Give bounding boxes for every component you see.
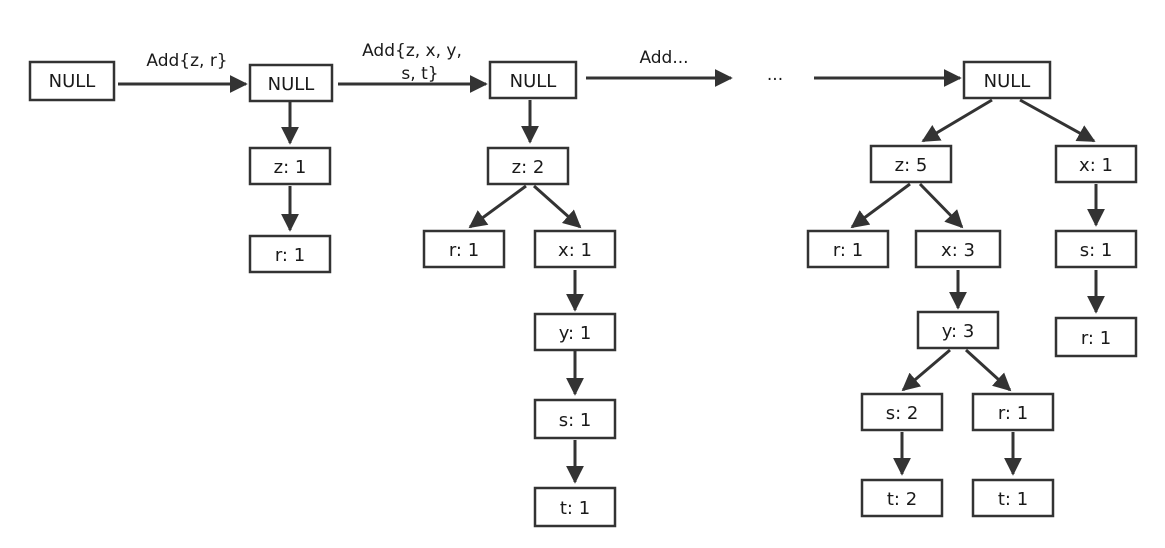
- stage4-edge-y-s: [901, 348, 951, 392]
- stage4-node-r2: r: 1: [971, 392, 1055, 432]
- stage3-node-r-label: r: 1: [449, 240, 479, 261]
- stage3-node-s-label: s: 1: [559, 410, 592, 431]
- stage4-node-s-right: s: 1: [1054, 229, 1138, 269]
- step2-label-line1: Add{z, x, y,: [362, 41, 462, 61]
- stage2-node-z-label: z: 1: [274, 157, 307, 178]
- stage4-node-x-right: x: 1: [1054, 144, 1138, 184]
- stage3-node-t: t: 1: [533, 486, 617, 528]
- stage4-node-t: t: 2: [860, 478, 944, 518]
- stage2-root-node: NULL: [248, 63, 334, 103]
- stage4-node-t-label: t: 2: [887, 489, 917, 510]
- stage2-root-label: NULL: [268, 74, 315, 95]
- stage3-edge-z-r: [468, 184, 527, 229]
- stage1-root-label: NULL: [49, 71, 96, 92]
- stage4-edge-root-z: [921, 98, 993, 143]
- stage4-node-s: s: 2: [860, 392, 944, 432]
- stage4-node-t2-label: t: 1: [998, 489, 1028, 510]
- stage2-node-z: z: 1: [248, 146, 332, 186]
- stage4-node-x-right-label: x: 1: [1079, 155, 1113, 176]
- stage4-node-y: y: 3: [916, 310, 1000, 350]
- stage4-node-r: r: 1: [806, 229, 890, 269]
- stage3-node-x-label: x: 1: [558, 240, 592, 261]
- step2-label-line2: s, t}: [401, 64, 438, 84]
- stage3-node-x: x: 1: [533, 229, 617, 269]
- stage4-edge-root-x: [1019, 98, 1096, 143]
- stage1-root-node: NULL: [28, 60, 116, 102]
- stage3-root-node: NULL: [488, 60, 578, 100]
- stage3-node-r: r: 1: [422, 229, 506, 269]
- stage3-node-z-label: z: 2: [512, 157, 545, 178]
- stage4-node-t2: t: 1: [971, 478, 1055, 518]
- stage4-node-x: x: 3: [914, 229, 1002, 269]
- step3-label: Add...: [639, 48, 688, 68]
- stage3-node-s: s: 1: [533, 398, 617, 440]
- stage3-node-z: z: 2: [486, 146, 570, 186]
- stage4-node-s-label: s: 2: [886, 403, 919, 424]
- stage4-root-node: NULL: [962, 60, 1052, 100]
- stage4-node-z: z: 5: [869, 144, 953, 184]
- stage4-edge-z-x: [918, 182, 964, 229]
- stage4-node-r-label: r: 1: [833, 240, 863, 261]
- stage4-root-label: NULL: [984, 71, 1031, 92]
- stage3-root-label: NULL: [510, 71, 557, 92]
- stage4-node-r-right: r: 1: [1054, 316, 1138, 358]
- stage3-node-y-label: y: 1: [559, 323, 592, 344]
- ellipsis: ...: [767, 65, 783, 85]
- stage3-edge-z-x: [533, 184, 582, 229]
- stage4-node-z-label: z: 5: [895, 155, 928, 176]
- stage4-edge-y-r: [964, 348, 1012, 392]
- stage4-node-r-right-label: r: 1: [1081, 328, 1111, 349]
- stage4-node-s-right-label: s: 1: [1080, 240, 1113, 261]
- stage4-node-r2-label: r: 1: [998, 403, 1028, 424]
- stage3-node-t-label: t: 1: [560, 498, 590, 519]
- stage4-edge-z-r: [850, 182, 911, 229]
- step1-label: Add{z, r}: [146, 51, 227, 71]
- stage4-node-x-label: x: 3: [941, 240, 975, 261]
- stage2-node-r-label: r: 1: [275, 245, 305, 266]
- stage4-node-y-label: y: 3: [942, 321, 975, 342]
- stage3-node-y: y: 1: [533, 312, 617, 352]
- stage2-node-r: r: 1: [248, 234, 332, 274]
